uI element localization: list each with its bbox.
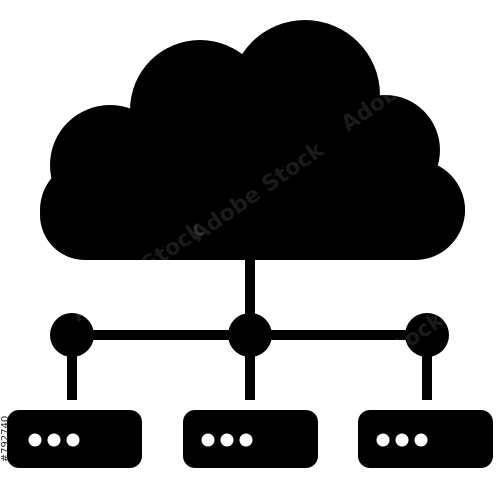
left-server	[7, 410, 142, 468]
center-server	[183, 410, 318, 468]
stock-id-label: #792740	[0, 415, 11, 463]
center-node	[228, 313, 272, 357]
left-node	[50, 313, 94, 357]
right-node	[405, 313, 449, 357]
cloud-shape	[40, 20, 465, 260]
right-server	[358, 410, 493, 468]
